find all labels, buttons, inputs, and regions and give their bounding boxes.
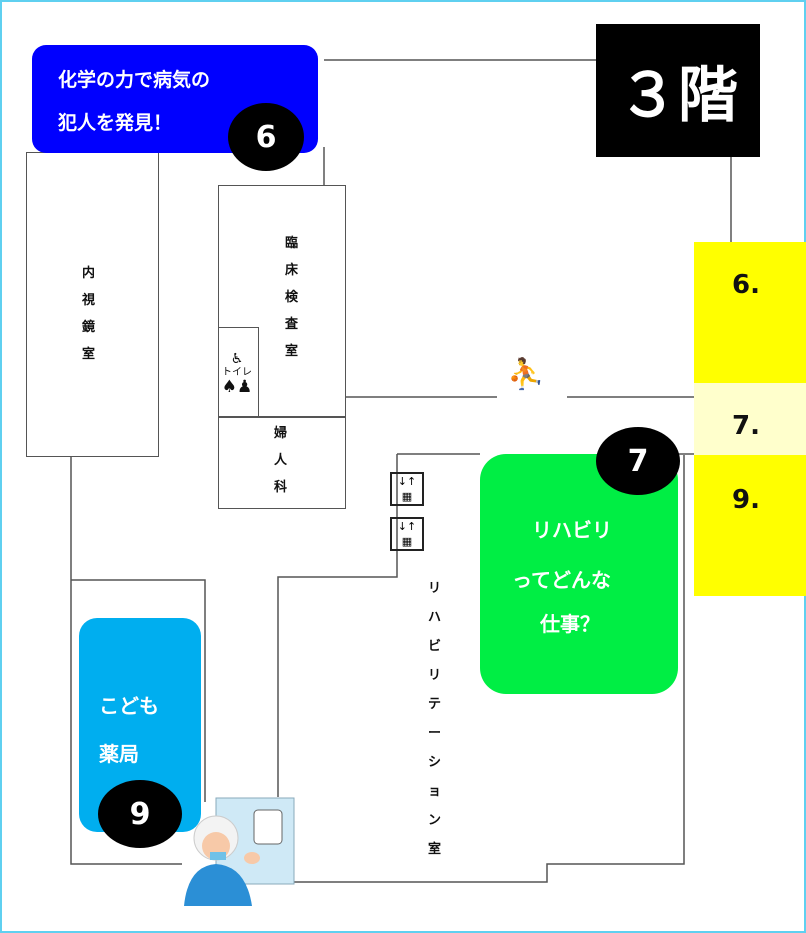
pharmacist-illustration	[180, 796, 296, 906]
gynecology-room	[218, 417, 346, 509]
sidebar-item-9[interactable]: 9.	[694, 455, 806, 596]
number-badge-6: 6	[228, 103, 304, 171]
gynecology-room-label: 婦 人 科	[274, 426, 288, 495]
rehab-room-label: リ ハ ビ リ テ ー シ ョ ン 室	[428, 581, 442, 857]
stairs-icon: ⛹	[507, 357, 545, 392]
restroom-icon: ♠♟	[221, 377, 253, 397]
number-badge-7: 7	[596, 427, 680, 495]
toilet-room	[218, 327, 259, 417]
elevator-icon: ↓↑▦	[390, 517, 424, 551]
wheelchair-icon: ♿	[230, 351, 244, 367]
clinical-lab-room-label: 臨 床 検 査 室	[285, 236, 299, 359]
endoscopy-room	[26, 152, 159, 457]
toilet-sign: ♿ トイレ ♠♟	[215, 351, 259, 397]
elevator-icon: ↓↑▦	[390, 472, 424, 506]
endoscopy-room-label: 内 視 鏡 室	[82, 266, 96, 362]
floor-indicator: ３階	[596, 24, 760, 157]
number-badge-9: 9	[98, 780, 182, 848]
sidebar-item-6[interactable]: 6.	[694, 242, 806, 383]
sidebar-item-7[interactable]: 7.	[694, 383, 806, 455]
